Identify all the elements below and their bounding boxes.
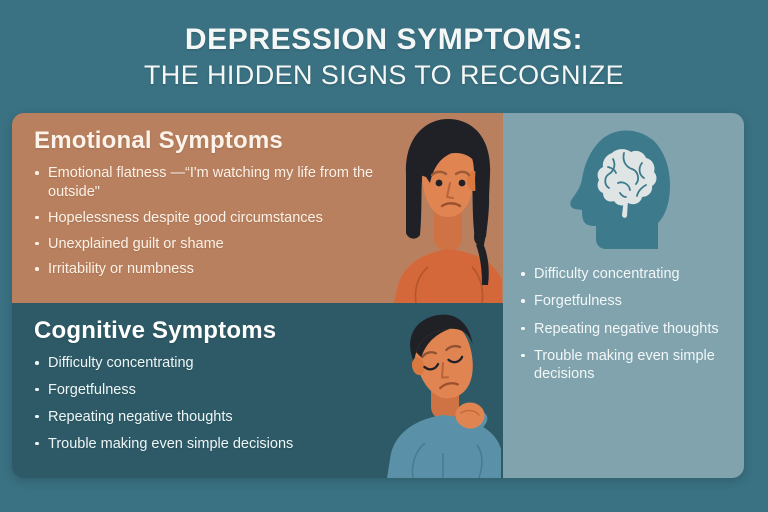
title-line-2: THE HIDDEN SIGNS TO RECOGNIZE: [143, 60, 625, 91]
brain-head-icon: [558, 123, 690, 259]
cognitive-bullet-list: Difficulty concentrating Forgetfulness R…: [34, 354, 402, 453]
list-item: Trouble making even simple decisions: [34, 435, 402, 454]
list-item: Forgetfulness: [34, 381, 402, 400]
emotional-bullet-list: Emotional flatness —“I'm watching my lif…: [34, 164, 402, 279]
list-item: Unexplained guilt or shame: [34, 235, 402, 254]
list-item: Difficulty concentrating: [34, 354, 402, 373]
sidebar-panel: Difficulty concentrating Forgetfulness R…: [503, 113, 744, 478]
list-item: Repeating negative thoughts: [519, 320, 731, 338]
emotional-heading: Emotional Symptoms: [34, 127, 283, 154]
symptoms-card: Emotional Symptoms Emotional flatness —“…: [12, 113, 744, 478]
list-item: Forgetfulness: [519, 292, 731, 310]
list-item: Hopelessness despite good circumstances: [34, 209, 402, 228]
panel-cognitive-symptoms: Cognitive Symptoms Difficulty concentrat…: [12, 303, 503, 478]
list-item: Repeating negative thoughts: [34, 408, 402, 427]
list-item: Difficulty concentrating: [519, 265, 731, 283]
left-column: Emotional Symptoms Emotional flatness —“…: [12, 113, 503, 478]
sidebar-bullet-list: Difficulty concentrating Forgetfulness R…: [519, 265, 731, 392]
panel-emotional-symptoms: Emotional Symptoms Emotional flatness —“…: [12, 113, 503, 303]
emotional-panel-text: Emotional Symptoms Emotional flatness —“…: [12, 113, 412, 279]
cognitive-heading: Cognitive Symptoms: [34, 317, 277, 344]
list-item: Trouble making even simple decisions: [519, 347, 731, 384]
title-line-1: DEPRESSION SYMPTOMS:: [184, 23, 584, 56]
cognitive-panel-text: Cognitive Symptoms Difficulty concentrat…: [12, 303, 412, 453]
list-item: Irritability or numbness: [34, 260, 402, 279]
list-item: Emotional flatness —“I'm watching my lif…: [34, 164, 402, 202]
poster-title: DEPRESSION SYMPTOMS: THE HIDDEN SIGNS TO…: [0, 22, 768, 92]
